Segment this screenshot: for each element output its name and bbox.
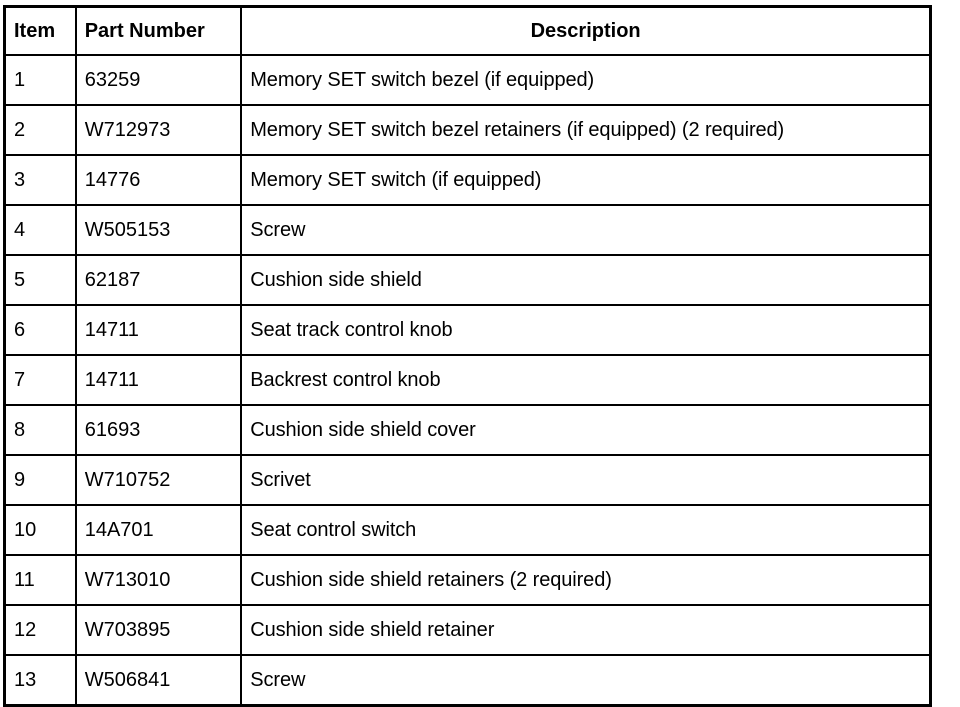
cell-part-number: 62187: [74, 254, 243, 306]
cell-description: Seat track control knob: [240, 304, 932, 356]
cell-description: Cushion side shield cover: [240, 404, 932, 456]
table-row: 6 14711 Seat track control knob: [3, 304, 932, 356]
cell-item: 11: [3, 554, 77, 606]
table-row: 8 61693 Cushion side shield cover: [3, 404, 932, 456]
cell-part-number: 14A701: [74, 504, 243, 556]
cell-description: Seat control switch: [240, 504, 932, 556]
page-canvas: Item Part Number Description 1 63259 Mem…: [3, 5, 932, 707]
cell-item: 9: [3, 454, 77, 506]
table-row: 11 W713010 Cushion side shield retainers…: [3, 554, 932, 606]
parts-table: Item Part Number Description 1 63259 Mem…: [3, 5, 932, 707]
cell-description: Scrivet: [240, 454, 932, 506]
cell-part-number: 14711: [74, 304, 243, 356]
cell-part-number: W713010: [74, 554, 243, 606]
cell-part-number: W703895: [74, 604, 243, 656]
table-header-row: Item Part Number Description: [3, 5, 932, 56]
cell-description: Cushion side shield retainer: [240, 604, 932, 656]
cell-part-number: 63259: [74, 54, 243, 106]
cell-description: Memory SET switch (if equipped): [240, 154, 932, 206]
table-row: 7 14711 Backrest control knob: [3, 354, 932, 406]
table-row: 5 62187 Cushion side shield: [3, 254, 932, 306]
cell-description: Screw: [240, 654, 932, 707]
table-row: 10 14A701 Seat control switch: [3, 504, 932, 556]
cell-item: 10: [3, 504, 77, 556]
cell-item: 13: [3, 654, 77, 707]
table-row: 4 W505153 Screw: [3, 204, 932, 256]
cell-description: Screw: [240, 204, 932, 256]
cell-item: 5: [3, 254, 77, 306]
table-row: 1 63259 Memory SET switch bezel (if equi…: [3, 54, 932, 106]
table-row: 12 W703895 Cushion side shield retainer: [3, 604, 932, 656]
cell-part-number: W505153: [74, 204, 243, 256]
cell-item: 12: [3, 604, 77, 656]
cell-item: 2: [3, 104, 77, 156]
cell-part-number: W506841: [74, 654, 243, 707]
cell-description: Cushion side shield retainers (2 require…: [240, 554, 932, 606]
cell-part-number: 14711: [74, 354, 243, 406]
cell-item: 8: [3, 404, 77, 456]
cell-part-number: W710752: [74, 454, 243, 506]
cell-item: 4: [3, 204, 77, 256]
column-header-description: Description: [240, 5, 932, 56]
cell-part-number: 61693: [74, 404, 243, 456]
cell-item: 7: [3, 354, 77, 406]
table-header: Item Part Number Description: [3, 5, 932, 56]
cell-description: Memory SET switch bezel (if equipped): [240, 54, 932, 106]
table-row: 13 W506841 Screw: [3, 654, 932, 707]
cell-description: Cushion side shield: [240, 254, 932, 306]
table-body: 1 63259 Memory SET switch bezel (if equi…: [3, 54, 932, 707]
cell-item: 3: [3, 154, 77, 206]
table-row: 9 W710752 Scrivet: [3, 454, 932, 506]
cell-description: Backrest control knob: [240, 354, 932, 406]
table-row: 2 W712973 Memory SET switch bezel retain…: [3, 104, 932, 156]
cell-item: 1: [3, 54, 77, 106]
cell-description: Memory SET switch bezel retainers (if eq…: [240, 104, 932, 156]
cell-part-number: W712973: [74, 104, 243, 156]
table-row: 3 14776 Memory SET switch (if equipped): [3, 154, 932, 206]
column-header-part-number: Part Number: [74, 5, 243, 56]
cell-item: 6: [3, 304, 77, 356]
cell-part-number: 14776: [74, 154, 243, 206]
column-header-item: Item: [3, 5, 77, 56]
